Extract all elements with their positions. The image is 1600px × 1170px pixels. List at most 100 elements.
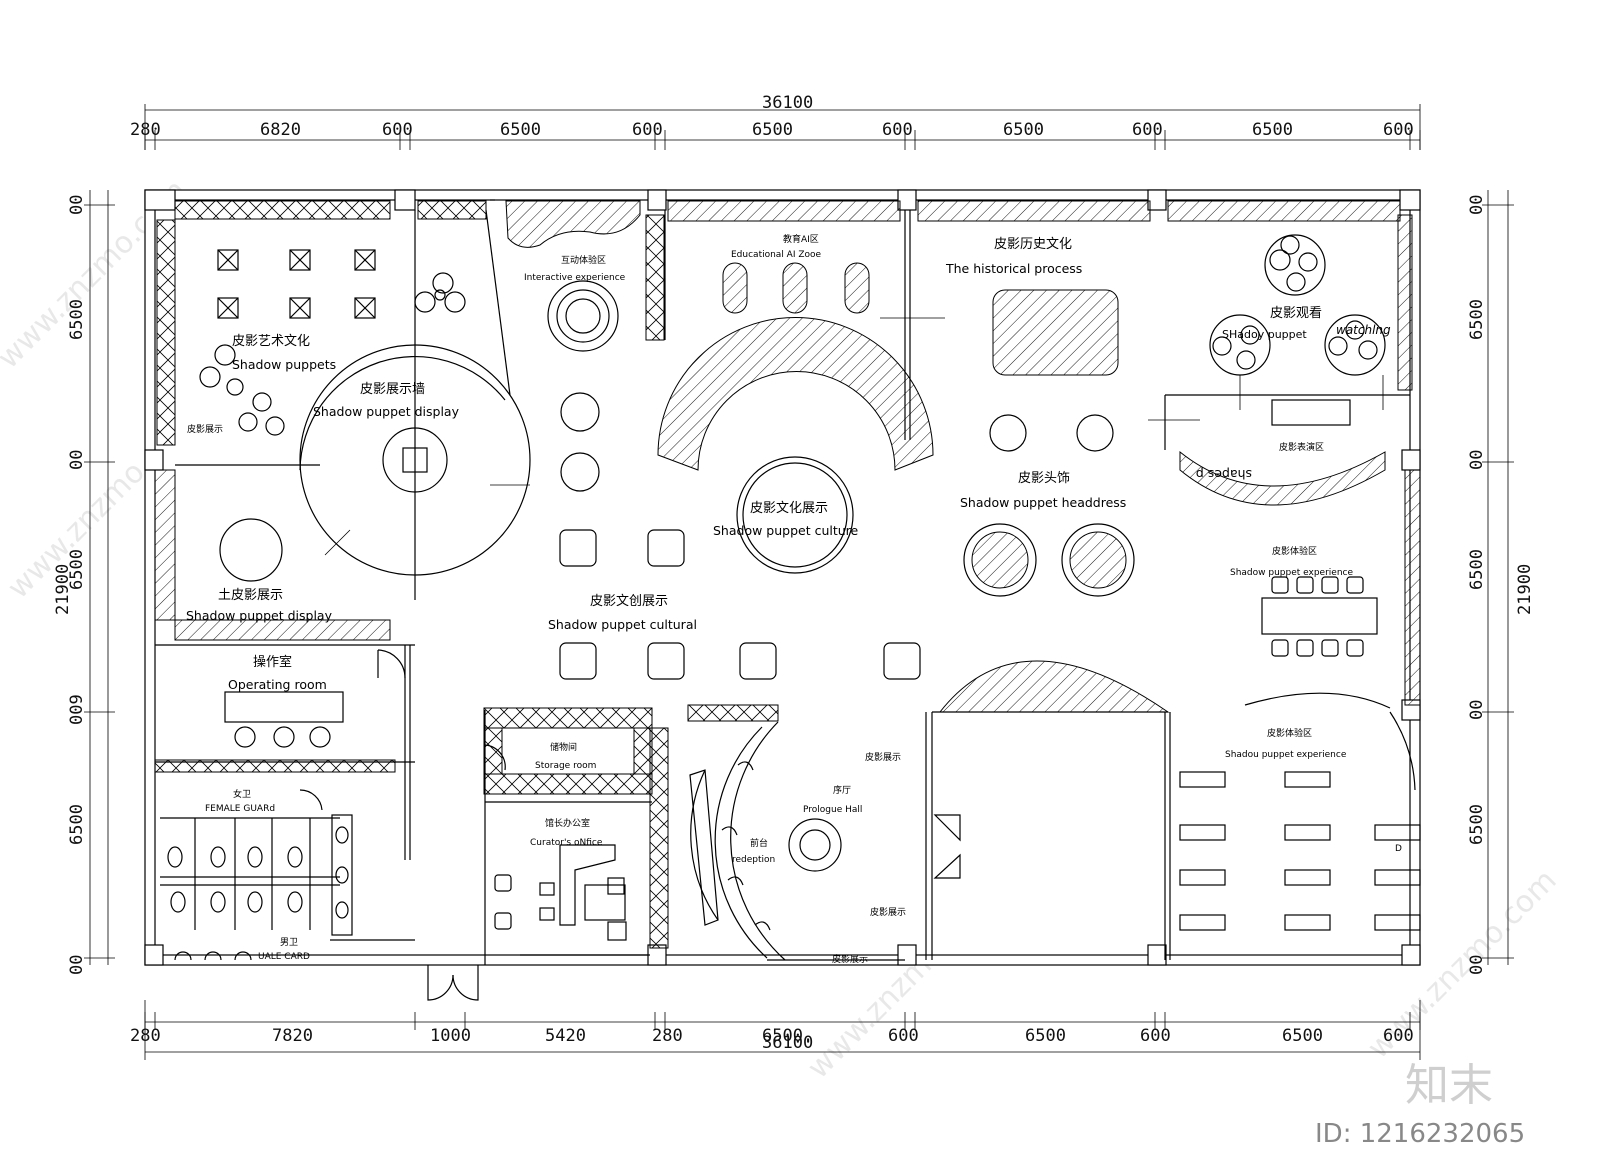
dim-left-segment: 6500 bbox=[67, 549, 87, 590]
dim-bottom-segment: 7820 bbox=[272, 1026, 313, 1046]
dim-top-segment: 6820 bbox=[260, 120, 301, 140]
dim-bottom-segment: 600 bbox=[1140, 1026, 1171, 1046]
entrance-door bbox=[427, 814, 961, 1001]
dim-top-segment: 280 bbox=[130, 120, 161, 140]
dim-right-segment: 00 bbox=[1467, 955, 1487, 975]
label-cultural-creative-en: Shadow puppet cultural bbox=[548, 617, 697, 632]
label-reception-cn: 前台 bbox=[750, 837, 768, 849]
dim-left-segment: 00 bbox=[67, 955, 87, 975]
partitions bbox=[155, 199, 1410, 965]
label-cultural-creative-cn: 皮影文创展示 bbox=[590, 594, 668, 609]
brand-watermark: 知末 ID: 1216232065 bbox=[1315, 1060, 1525, 1149]
label-watching-extra: watchlng bbox=[1336, 323, 1391, 337]
label-performance-cn: 皮影表演区 bbox=[1279, 441, 1324, 453]
dim-right-segment: 6500 bbox=[1467, 549, 1487, 590]
dim-total-top: 36100 bbox=[762, 93, 813, 113]
dim-top-segment: 6500 bbox=[500, 120, 541, 140]
dim-left-segment: 6500 bbox=[67, 299, 87, 340]
label-storage-cn: 储物间 bbox=[550, 741, 577, 753]
dim-total-right: 21900 bbox=[1515, 564, 1535, 615]
label-female-wc-en: FEMALE GUARd bbox=[205, 804, 275, 814]
label-art-culture-en: Shadow puppets bbox=[232, 357, 336, 372]
dim-left-segment: 009 bbox=[67, 694, 87, 725]
dim-bottom-segment: 600 bbox=[1383, 1026, 1414, 1046]
experience1-furniture bbox=[1244, 576, 1416, 791]
label-female-wc-cn: 女卫 bbox=[233, 788, 251, 800]
dim-right-segment: 00 bbox=[1467, 700, 1487, 720]
label-operating-en: Operating room bbox=[228, 677, 327, 692]
label-art-culture-cn: 皮影艺术文化 bbox=[232, 334, 310, 349]
art-culture-furniture bbox=[199, 249, 466, 436]
brand-text: 知末 bbox=[1405, 1060, 1493, 1111]
label-edu-ai-cn: 教育AI区 bbox=[783, 233, 819, 245]
label-interactive-en: Interactive experience bbox=[524, 273, 626, 283]
label-male-wc-cn: 男卫 bbox=[280, 937, 298, 948]
label-experience1-cn: 皮影体验区 bbox=[1272, 545, 1317, 557]
label-prologue-cn: 序厅 bbox=[833, 784, 851, 796]
dim-left-segment: 6500 bbox=[67, 804, 87, 845]
dim-top-segment: 600 bbox=[882, 120, 913, 140]
label-earth-display-en: Shadow puppet display bbox=[186, 608, 333, 623]
dim-right-segment: 6500 bbox=[1467, 804, 1487, 845]
dim-top-segment: 6500 bbox=[1252, 120, 1293, 140]
label-prologue-display-2: 皮影展示 bbox=[870, 906, 906, 918]
dim-bottom-segment: 6500 bbox=[1025, 1026, 1066, 1046]
label-headdress-cn: 皮影头饰 bbox=[1018, 471, 1070, 486]
dim-bottom-segment: 5420 bbox=[545, 1026, 586, 1046]
hatched-walls bbox=[154, 200, 1421, 713]
dim-bottom-segment: 280 bbox=[130, 1026, 161, 1046]
label-prologue-en: Prologue Hall bbox=[803, 805, 862, 815]
label-prologue-display-1: 皮影展示 bbox=[865, 751, 901, 763]
label-experience2-en: Shadou puppet experience bbox=[1225, 750, 1347, 760]
watching-furniture bbox=[1209, 234, 1386, 426]
dim-total-left: 21900 bbox=[53, 564, 73, 615]
label-culture-display-en: Shadow puppet culture bbox=[713, 523, 859, 538]
label-edu-ai-en: Educational AI Zooe bbox=[731, 250, 822, 260]
dim-bottom-segment: 280 bbox=[652, 1026, 683, 1046]
label-male-wc-en: UALE CARD bbox=[258, 952, 310, 962]
dim-top-segment: 600 bbox=[1132, 120, 1163, 140]
label-curator-cn: 馆长办公室 bbox=[545, 817, 590, 829]
label-watching-en: SHadoy puppet bbox=[1222, 328, 1307, 341]
dim-bottom-segment: 1000 bbox=[430, 1026, 471, 1046]
prologue-furniture bbox=[689, 721, 905, 961]
dim-top-segment: 600 bbox=[382, 120, 413, 140]
image-id: ID: 1216232065 bbox=[1315, 1119, 1525, 1149]
dim-top-segment: 600 bbox=[632, 120, 663, 140]
label-reception-en: redeption bbox=[732, 855, 775, 865]
label-d: D bbox=[1395, 844, 1402, 854]
dim-top-segment: 6500 bbox=[752, 120, 793, 140]
dim-top-segment: 600 bbox=[1383, 120, 1414, 140]
label-watching-cn: 皮影观看 bbox=[1270, 305, 1322, 321]
curator-furniture bbox=[484, 744, 652, 956]
label-small-display: 皮影展示 bbox=[187, 423, 223, 435]
label-display-wall-en: Shadow puppet display bbox=[313, 404, 460, 419]
label-experience2-cn: 皮影体验区 bbox=[1267, 727, 1312, 739]
dim-right-segment: 00 bbox=[1467, 450, 1487, 470]
restroom-furniture bbox=[160, 789, 415, 961]
dim-bottom-segment: 6500 bbox=[1282, 1026, 1323, 1046]
label-interactive-cn: 互动体验区 bbox=[561, 254, 606, 266]
dim-bottom-segment: 6500. bbox=[762, 1026, 813, 1046]
display-walls bbox=[154, 200, 779, 949]
label-history-cn: 皮影历史文化 bbox=[994, 237, 1072, 252]
label-experience1-en: Shadow puppet experience bbox=[1230, 568, 1353, 578]
label-headdress-en: Shadow puppet headdress bbox=[960, 495, 1126, 510]
dim-right-segment: 00 bbox=[1467, 195, 1487, 215]
room-labels: 皮影艺术文化 Shadow puppets 皮影展示墙 Shadow puppe… bbox=[186, 233, 1402, 965]
dim-left-segment: 00 bbox=[67, 450, 87, 470]
dim-top-segment: 6500 bbox=[1003, 120, 1044, 140]
outer-walls bbox=[144, 189, 1421, 966]
label-prologue-display-3: 皮影展示 bbox=[832, 953, 868, 965]
culture-display-furniture bbox=[559, 456, 921, 680]
display-wall-round bbox=[299, 344, 531, 576]
label-earth-display-cn: 土皮影展示 bbox=[218, 588, 283, 603]
top-dimension: 36100 280 6820 600 6500 600 6500 600 6500 600 650… bbox=[130, 93, 1421, 150]
label-operating-cn: 操作室 bbox=[253, 654, 292, 670]
dim-bottom-segment: 600 bbox=[888, 1026, 919, 1046]
label-history-en: The historical process bbox=[945, 261, 1082, 276]
label-storage-en: Storage room bbox=[535, 761, 596, 771]
